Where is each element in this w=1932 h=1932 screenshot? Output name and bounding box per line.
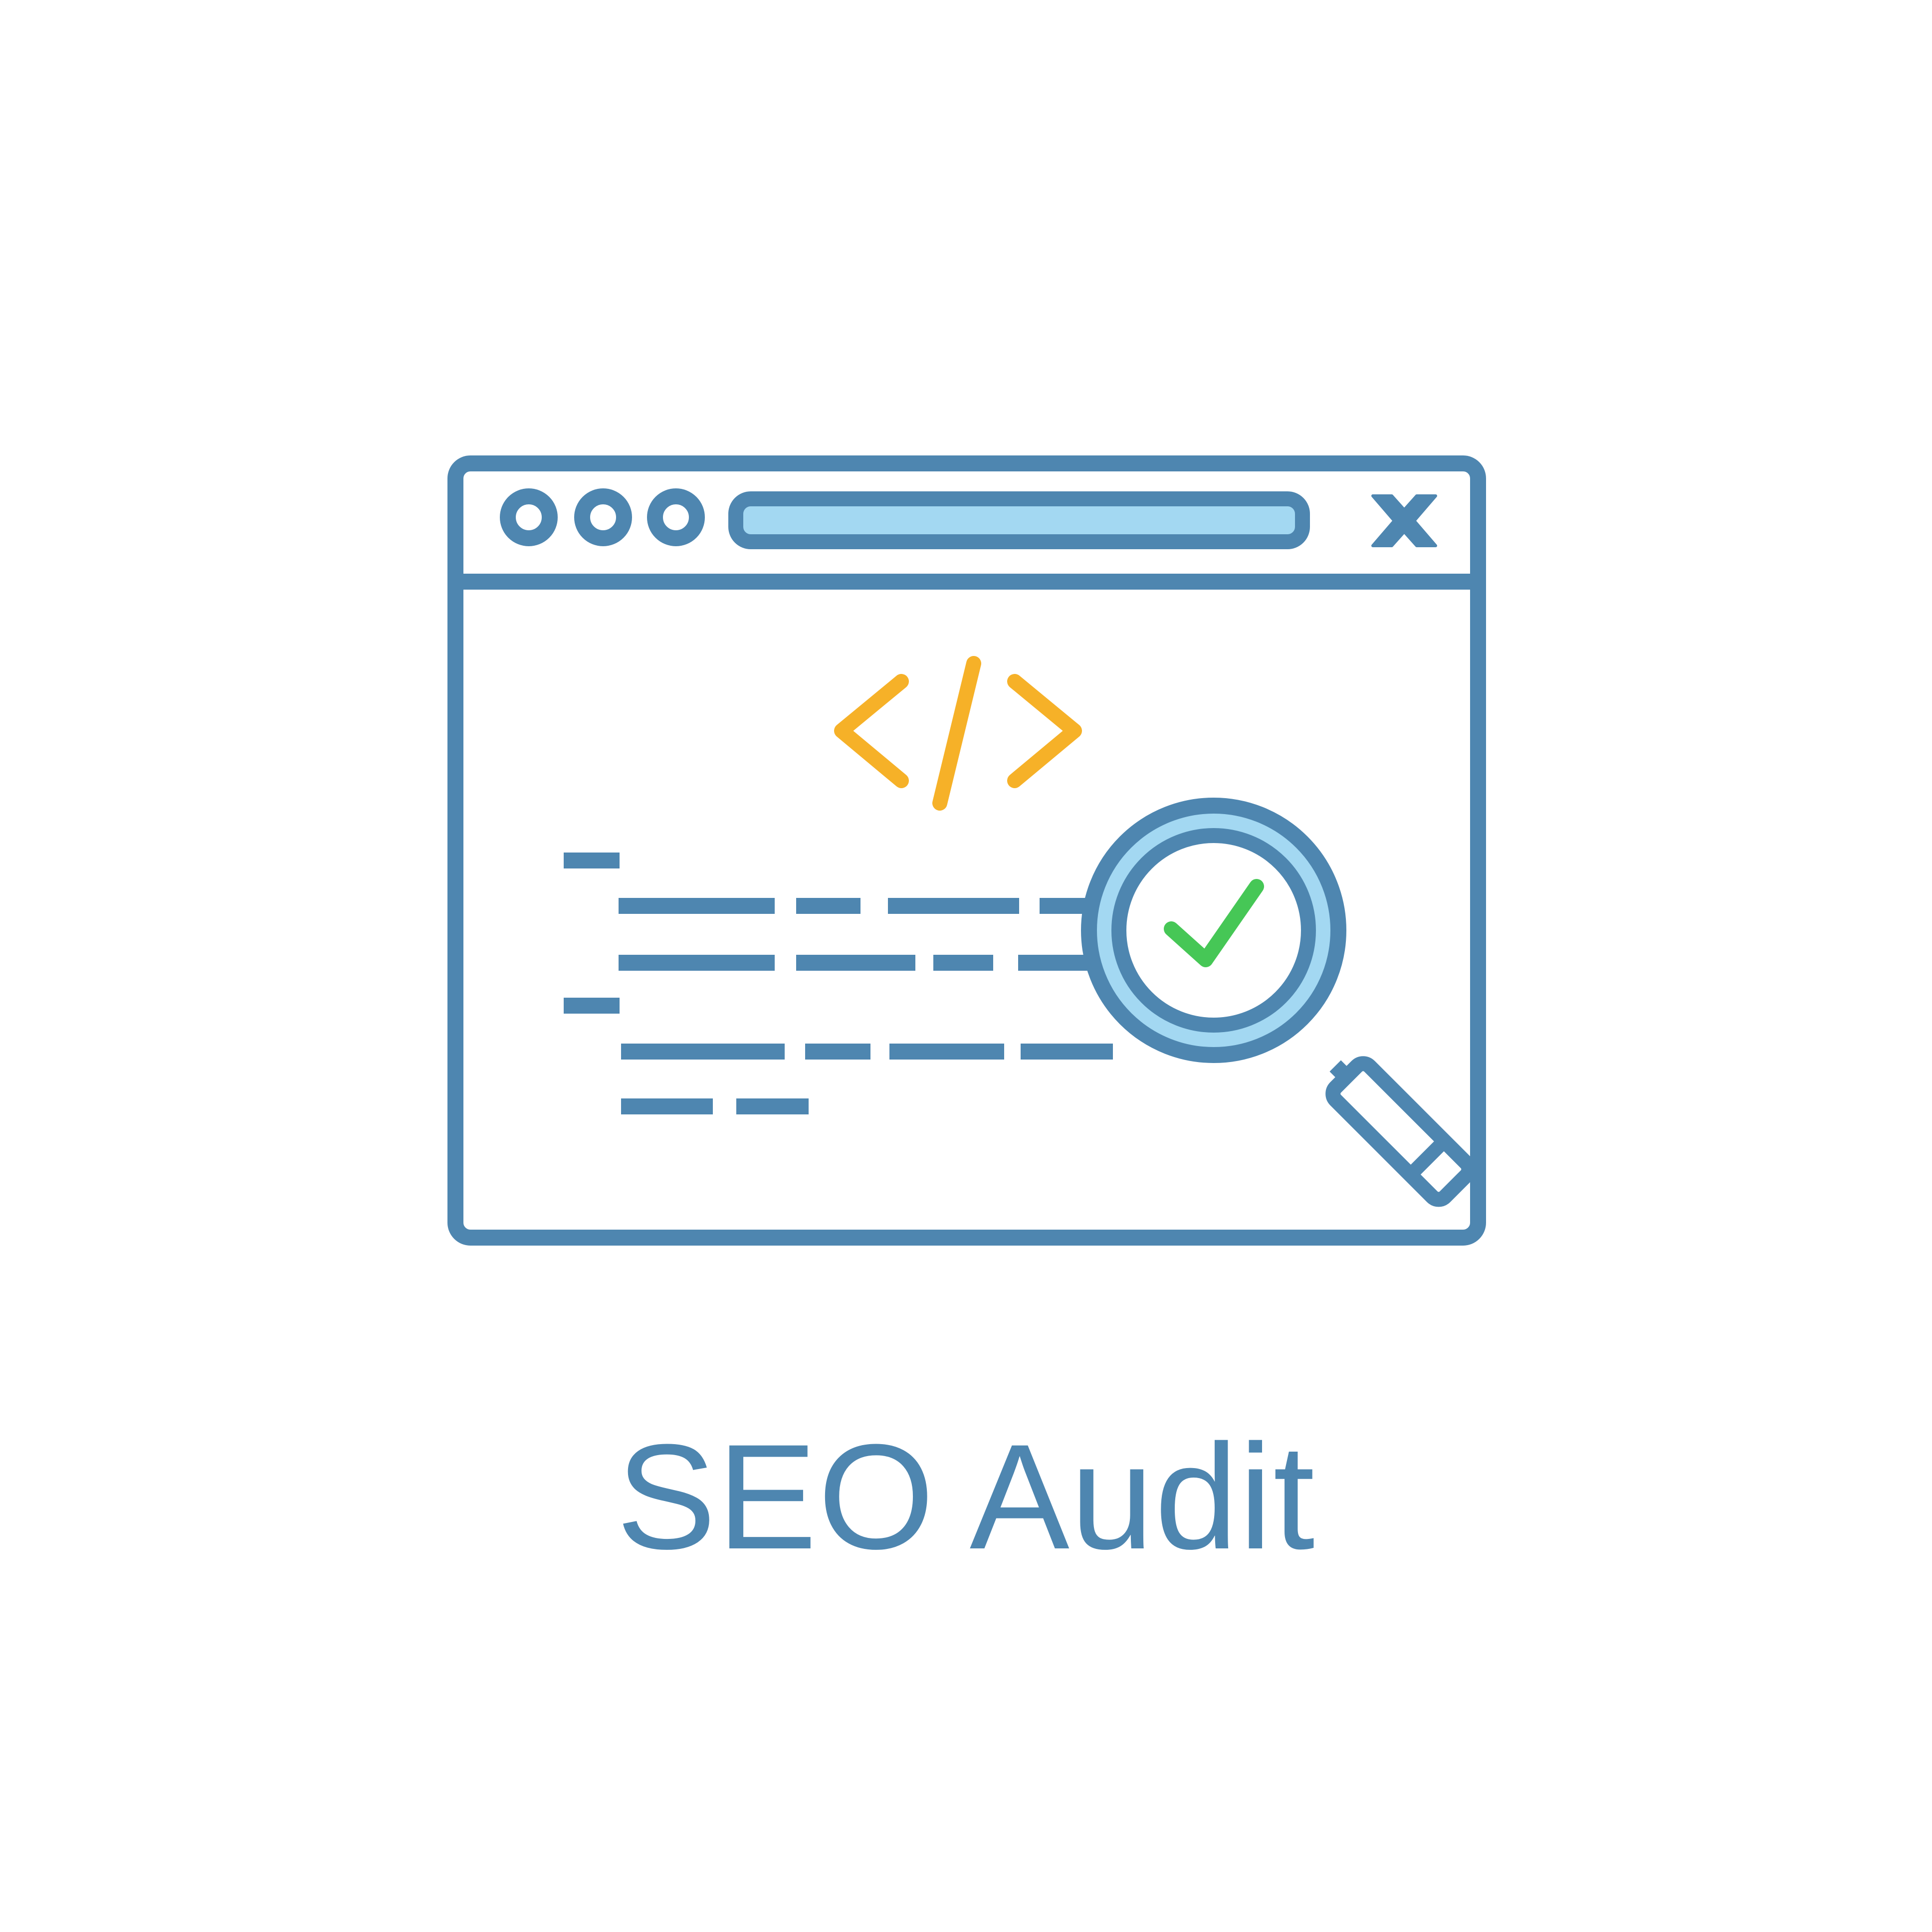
placeholder-text-lines bbox=[564, 853, 1113, 1114]
window-dot-icon[interactable] bbox=[500, 488, 558, 546]
checkmark-icon bbox=[1164, 879, 1264, 967]
text-line-segment bbox=[889, 1044, 1004, 1060]
caption-title: SEO Audit bbox=[616, 1413, 1316, 1580]
window-dot-icon[interactable] bbox=[574, 488, 632, 546]
text-line-segment bbox=[564, 853, 620, 868]
text-line-segment bbox=[564, 998, 620, 1014]
magnifier-lens bbox=[1111, 828, 1316, 1033]
magnifier-handle bbox=[1325, 1056, 1477, 1207]
text-line-segment bbox=[796, 955, 915, 971]
code-brackets-icon bbox=[834, 656, 1082, 811]
text-line-segment bbox=[736, 1098, 809, 1114]
address-bar[interactable] bbox=[728, 491, 1310, 549]
magnifying-glass-icon bbox=[1081, 798, 1477, 1207]
text-line-segment bbox=[1021, 1044, 1113, 1060]
text-line-segment bbox=[619, 955, 775, 971]
text-line-segment bbox=[888, 898, 1019, 914]
browser-window bbox=[447, 455, 1486, 1246]
text-line-segment bbox=[621, 1098, 713, 1114]
window-dot-icon[interactable] bbox=[647, 488, 705, 546]
text-line-segment bbox=[621, 1044, 785, 1060]
text-line-segment bbox=[619, 898, 775, 914]
text-line-segment bbox=[933, 955, 993, 971]
title-bar bbox=[500, 488, 1437, 549]
text-line-segment bbox=[805, 1044, 870, 1060]
close-icon[interactable] bbox=[1371, 494, 1437, 547]
text-line-segment bbox=[1018, 955, 1093, 971]
text-line-segment bbox=[796, 898, 860, 914]
